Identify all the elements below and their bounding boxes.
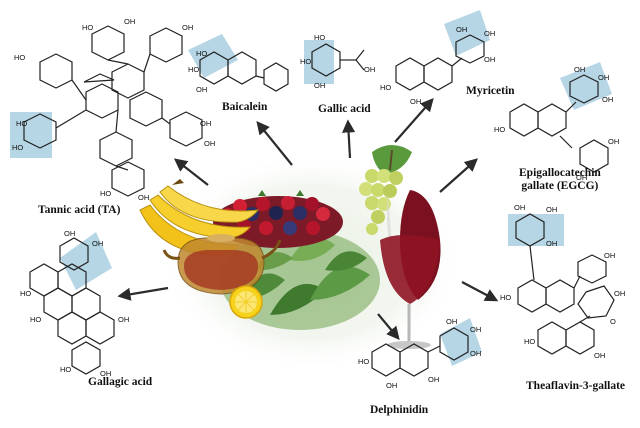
teapot-icon (162, 234, 282, 295)
svg-text:HO: HO (500, 293, 511, 302)
svg-text:OH: OH (196, 85, 207, 94)
svg-text:HO: HO (20, 289, 31, 298)
svg-text:OH: OH (204, 139, 215, 148)
svg-text:OH: OH (100, 369, 111, 378)
svg-text:OH: OH (602, 95, 613, 104)
svg-text:OH: OH (484, 29, 495, 38)
label-baicalein: Baicalein (222, 101, 268, 113)
svg-text:OH: OH (446, 317, 457, 326)
svg-text:OH: OH (484, 55, 495, 64)
svg-text:OH: OH (118, 315, 129, 324)
arrow-to-gallagic-acid (117, 286, 169, 301)
gallic-acid-structure (311, 43, 365, 77)
arrow-to-tannic-acid (173, 158, 209, 186)
arrow-to-gallic-acid (341, 119, 356, 159)
svg-text:OH: OH (546, 239, 557, 248)
svg-text:HO: HO (358, 357, 369, 366)
label-tannic-acid: Tannic acid (TA) (38, 204, 121, 216)
label-myricetin: Myricetin (466, 85, 515, 97)
svg-text:OH: OH (138, 193, 149, 202)
arrow-to-baicalein (256, 120, 293, 166)
grapes-icon (359, 145, 412, 235)
label-egcg-line1: Epigallocatechin (519, 167, 601, 179)
svg-text:HO: HO (30, 315, 41, 324)
myricetin-structure (395, 34, 485, 91)
svg-text:OH: OH (574, 65, 585, 74)
svg-text:OH: OH (598, 73, 609, 82)
arrow-to-theaflavin (461, 281, 499, 302)
svg-text:OH: OH (514, 203, 525, 212)
delphinidin-structure (371, 327, 469, 377)
svg-text:HO: HO (524, 337, 535, 346)
svg-text:HO: HO (196, 49, 207, 58)
svg-text:HO: HO (494, 125, 505, 134)
svg-text:OH: OH (594, 351, 605, 360)
svg-text:OH: OH (92, 239, 103, 248)
svg-text:OH: OH (546, 205, 557, 214)
svg-text:OH: OH (456, 25, 467, 34)
svg-text:OH: OH (124, 17, 135, 26)
svg-text:HO: HO (60, 365, 71, 374)
svg-text:OH: OH (470, 325, 481, 334)
arrows (117, 98, 499, 341)
label-gallagic-acid: Gallagic acid (88, 376, 153, 388)
atom-labels: HO HO OH OH HO HO OH OH HO OH HO HO OH H… (12, 17, 625, 390)
svg-text:HO: HO (100, 189, 111, 198)
svg-text:HO: HO (380, 83, 391, 92)
svg-text:OH: OH (608, 137, 619, 146)
svg-text:OH: OH (428, 375, 439, 384)
svg-text:HO: HO (12, 143, 23, 152)
baicalein-structure (199, 51, 289, 92)
svg-text:HO: HO (300, 57, 311, 66)
svg-text:HO: HO (314, 33, 325, 42)
label-egcg-line2: gallate (EGCG) (521, 180, 599, 192)
svg-text:OH: OH (364, 65, 375, 74)
label-egcg: Epigallocatechin gallate (EGCG) (519, 167, 601, 193)
label-gallic-acid: Gallic acid (318, 103, 371, 115)
label-theaflavin: Theaflavin-3-gallate (526, 380, 626, 392)
svg-text:OH: OH (200, 119, 211, 128)
arrow-to-delphinidin (377, 313, 400, 341)
svg-text:OH: OH (604, 251, 615, 260)
lemon-icon (229, 285, 263, 319)
gallagic-acid-structure (29, 237, 115, 375)
label-delphinidin: Delphinidin (370, 404, 429, 416)
svg-text:HO: HO (82, 23, 93, 32)
svg-text:OH: OH (410, 97, 421, 106)
svg-text:OH: OH (314, 81, 325, 90)
svg-text:HO: HO (188, 65, 199, 74)
structures (23, 25, 615, 377)
tannic-acid-structure (23, 25, 203, 197)
arrow-to-myricetin (394, 98, 434, 143)
svg-text:OH: OH (182, 23, 193, 32)
wine-glass-icon (380, 190, 441, 349)
svg-text:O: O (610, 317, 616, 326)
central-food-image (139, 145, 462, 372)
svg-text:OH: OH (470, 349, 481, 358)
svg-text:OH: OH (64, 229, 75, 238)
svg-text:OH: OH (614, 289, 625, 298)
svg-text:HO: HO (16, 119, 27, 128)
svg-text:OH: OH (386, 381, 397, 390)
svg-text:OH: OH (576, 173, 587, 182)
arrow-to-egcg (439, 158, 478, 193)
svg-text:HO: HO (14, 53, 25, 62)
theaflavin-structure (515, 213, 615, 355)
egcg-structure (509, 74, 609, 173)
